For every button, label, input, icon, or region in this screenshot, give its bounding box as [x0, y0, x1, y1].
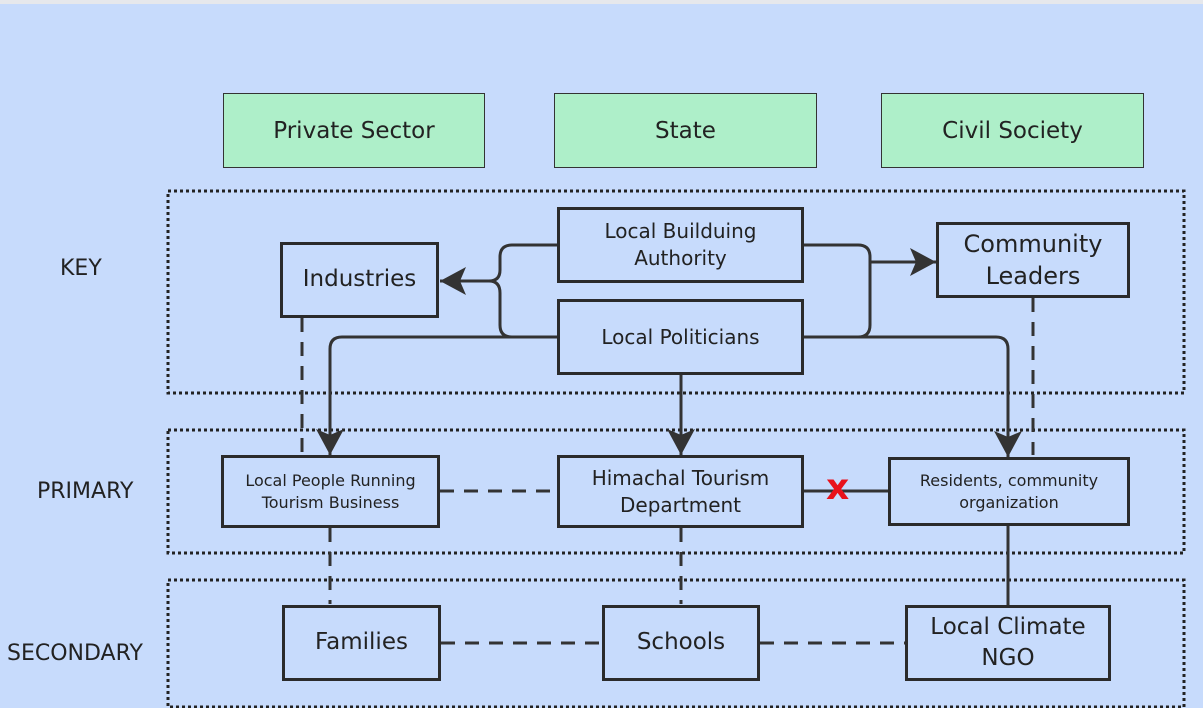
top-strip — [0, 0, 1203, 4]
link-politicians-to-industries — [488, 279, 557, 339]
header-private-sector: Private Sector — [223, 93, 485, 168]
node-community-leaders: Community Leaders — [936, 222, 1130, 298]
node-local-politicians: Local Politicians — [557, 299, 804, 375]
node-residents-community-organization: Residents, community organization — [888, 457, 1130, 526]
band-label-secondary: SECONDARY — [7, 641, 143, 666]
band-label-key: KEY — [60, 256, 102, 281]
link-politicians-to-leaders — [804, 262, 872, 339]
band-label-primary: PRIMARY — [37, 479, 134, 504]
link-politicians-to-residents — [804, 335, 1022, 457]
node-himachal-tourism-department: Himachal Tourism Department — [557, 455, 804, 528]
node-schools: Schools — [602, 605, 760, 681]
link-authority-to-industries — [440, 243, 557, 295]
broken-link-marker: x — [826, 467, 850, 508]
node-local-people-tourism-business: Local People Running Tourism Business — [221, 455, 440, 528]
band-frame-key — [166, 189, 1186, 395]
node-local-climate-ngo: Local Climate NGO — [905, 605, 1111, 681]
header-civil-society: Civil Society — [881, 93, 1144, 168]
link-authority-to-leaders — [804, 243, 936, 276]
band-frame-primary — [166, 428, 1186, 555]
link-politicians-to-localpeople — [316, 335, 557, 455]
node-industries: Industries — [280, 242, 439, 318]
band-frame-secondary — [166, 578, 1186, 708]
header-state: State — [554, 93, 817, 168]
node-local-building-authority: Local Builduing Authority — [557, 207, 804, 283]
node-families: Families — [282, 605, 441, 681]
